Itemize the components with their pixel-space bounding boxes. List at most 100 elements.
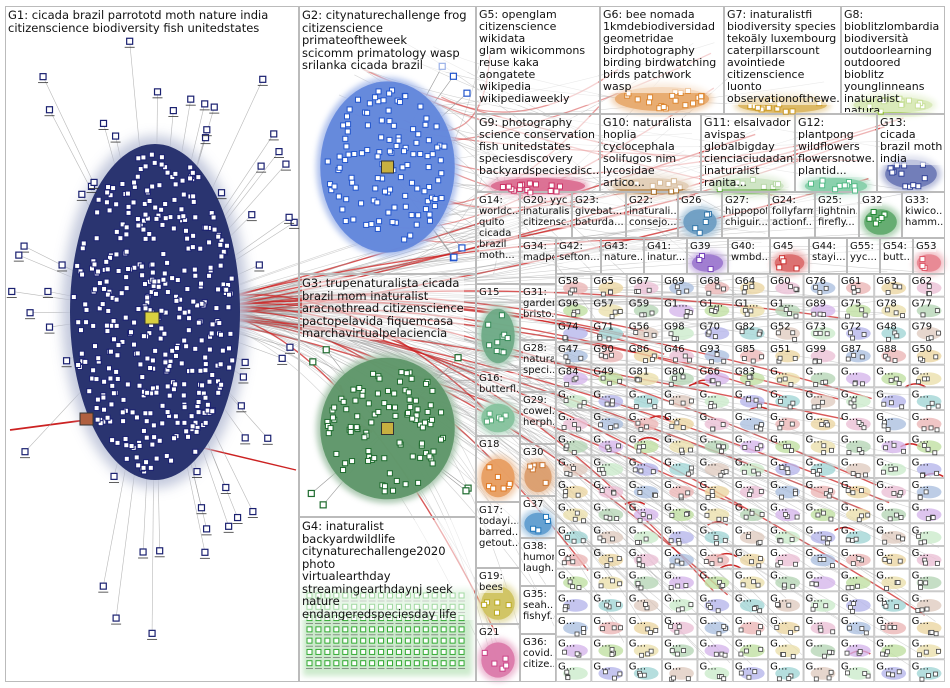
mini-group-box: [662, 410, 698, 433]
node: [431, 648, 438, 655]
node: [450, 253, 458, 261]
node: [333, 626, 340, 633]
node: [740, 582, 746, 588]
node: [756, 630, 761, 636]
node: [829, 447, 834, 453]
node: [859, 513, 864, 519]
node: [749, 559, 754, 565]
node: [434, 144, 441, 151]
node: [715, 284, 721, 290]
node: [124, 190, 131, 197]
node: [527, 463, 534, 470]
mini-group-box: [768, 274, 804, 297]
node: [462, 487, 470, 495]
node: [422, 660, 429, 667]
node: [70, 294, 77, 301]
mini-group-label: G89: [806, 299, 826, 310]
mini-group-box: [697, 636, 733, 660]
node: [486, 464, 493, 471]
node: [750, 358, 756, 364]
mini-group-box: [556, 523, 592, 546]
node: [855, 583, 860, 589]
node: [917, 494, 923, 500]
mini-group-label: G...: [664, 480, 681, 491]
node: [743, 514, 749, 520]
mini-group-cloud: [810, 372, 836, 386]
node: [788, 630, 793, 635]
node: [644, 424, 650, 430]
mini-group-label: G...: [629, 503, 646, 514]
node: [333, 450, 340, 457]
node: [422, 637, 429, 644]
node: [225, 522, 233, 530]
node: [813, 603, 818, 608]
mini-group-box: [626, 500, 662, 524]
node: [618, 625, 623, 631]
node: [608, 557, 614, 563]
node: [123, 455, 130, 462]
node: [758, 489, 764, 494]
node: [786, 443, 791, 449]
node: [779, 420, 785, 426]
node: [62, 357, 71, 365]
node: [95, 196, 102, 203]
node: [639, 652, 644, 658]
node: [828, 669, 834, 675]
node: [413, 412, 420, 419]
group-box-g40: [728, 238, 770, 274]
node: [680, 400, 686, 406]
node: [749, 176, 756, 183]
node: [255, 261, 263, 269]
node: [172, 170, 179, 177]
node: [415, 212, 422, 219]
node: [823, 285, 829, 291]
mini-group-label: G...: [629, 525, 646, 536]
node: [928, 425, 934, 431]
node: [813, 581, 819, 587]
node: [395, 592, 402, 599]
node: [929, 400, 935, 406]
node: [404, 603, 411, 610]
edge: [688, 382, 710, 387]
node: [404, 162, 411, 169]
mini-group-label: G1...: [735, 299, 759, 310]
node: [449, 592, 456, 599]
node: [114, 352, 121, 359]
mini-group-box: [556, 478, 592, 501]
mini-group-box: [768, 387, 804, 410]
node: [422, 626, 429, 633]
mini-group-label: G...: [558, 480, 575, 491]
node: [209, 371, 216, 378]
node: [189, 244, 196, 251]
mini-group-box: [768, 659, 804, 682]
node: [777, 377, 783, 383]
node: [703, 559, 709, 564]
mini-group-label: G81: [629, 367, 649, 378]
node: [173, 297, 180, 304]
node: [749, 510, 755, 516]
node: [427, 402, 434, 409]
node: [395, 648, 402, 655]
node: [227, 330, 234, 337]
node: [113, 296, 120, 303]
node: [674, 284, 680, 290]
group-box-g33: [902, 192, 945, 238]
node: [359, 392, 366, 399]
mini-group-label: G98: [664, 321, 684, 332]
node: [824, 540, 830, 546]
node: [157, 335, 164, 342]
node: [387, 648, 393, 655]
mini-group-label: G...: [841, 525, 858, 536]
node: [109, 382, 116, 389]
node: [739, 180, 746, 187]
node: [896, 381, 902, 386]
group-box-g3: [299, 274, 476, 517]
node: [917, 579, 923, 585]
node: [607, 380, 613, 386]
node: [617, 378, 623, 384]
node: [361, 434, 368, 441]
node: [752, 606, 757, 611]
node: [92, 343, 99, 350]
mini-group-cloud: [563, 327, 588, 340]
group-box-g27: [722, 192, 769, 238]
